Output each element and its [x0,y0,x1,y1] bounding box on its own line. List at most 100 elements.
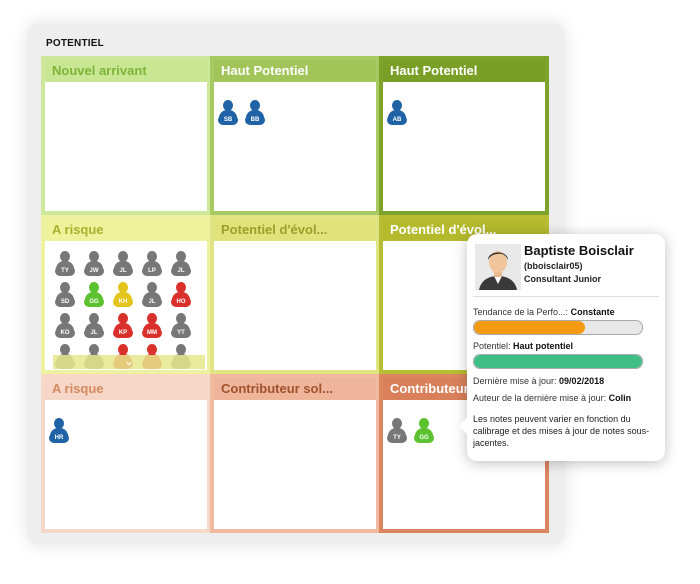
initials-badge: TY [55,266,75,276]
performance-value: Constante [570,307,615,317]
employee-avatar[interactable]: JL [171,251,191,277]
grid-cell-contributeur-1[interactable]: Contributeur sol... [210,374,380,533]
employee-avatar[interactable]: HR [49,418,69,444]
initials-badge: HO [171,297,191,307]
initials-badge: KO [55,328,75,338]
employee-avatar[interactable]: JL [84,313,104,339]
initials-badge: JL [84,328,104,338]
initials-badge: TY [387,433,407,443]
person-icon [176,344,186,355]
employee-avatar[interactable]: LP [142,251,162,277]
performance-bar [473,320,643,335]
performance-label: Tendance de la Perfo...: [473,307,569,317]
calibration-note: Les notes peuvent varier en fonction du … [473,414,650,448]
employee-role: Consultant Junior [524,274,601,284]
grid-cell-potentiel-evol-1[interactable]: Potentiel d'évol... [210,215,380,374]
initials-badge: GG [414,433,434,443]
employee-avatar[interactable]: TY [55,251,75,277]
person-icon [60,282,70,293]
person-icon [60,344,70,355]
cell-body: SB BB [214,82,376,211]
initials-badge: AB [387,115,407,125]
potential-value: Haut potentiel [513,341,574,351]
potential-line: Potentiel: Haut potentiel [473,341,573,351]
last-update-line: Dernière mise à jour: 09/02/2018 [473,376,604,386]
cell-body: TY JW JL LP JL SD GG KH JL HO KO JL KP MM YT ⌄ [45,241,207,370]
last-update-value: 09/02/2018 [559,376,605,386]
update-author-value: Colin [608,393,632,403]
initials-badge: BB [245,115,265,125]
person-icon [176,282,186,293]
person-icon [89,344,99,355]
employee-avatar[interactable]: HO [171,282,191,308]
person-icon [118,251,128,262]
person-icon [392,418,402,429]
cell-header: A risque [45,219,207,241]
person-icon [392,100,402,111]
cell-header: Potentiel d'évol... [214,219,376,241]
potential-label: Potentiel: [473,341,511,351]
person-icon [118,344,128,355]
person-icon [147,344,157,355]
panel-title: POTENTIEL [46,38,104,49]
employee-name: Baptiste Boisclair [524,243,634,258]
initials-badge: GG [84,297,104,307]
employee-avatar[interactable]: KH [113,282,133,308]
employee-avatar[interactable]: BB [245,100,265,126]
potential-bar [473,354,643,369]
employee-avatar[interactable]: YT [171,313,191,339]
employee-avatar[interactable]: GG [84,282,104,308]
person-icon [60,313,70,324]
cell-header: Haut Potentiel [383,60,545,82]
cell-body [214,241,376,370]
cell-header: Nouvel arrivant [45,60,207,82]
scroll-more-bar[interactable]: ⌄ [53,354,205,369]
person-icon [419,418,429,429]
person-icon [250,100,260,111]
employee-avatar[interactable]: KO [55,313,75,339]
employee-avatar[interactable]: AB [387,100,407,126]
initials-badge: HR [49,433,69,443]
cell-body: HR [45,400,207,529]
employee-avatar[interactable]: SD [55,282,75,308]
person-icon [89,313,99,324]
person-icon [147,282,157,293]
initials-badge: JW [84,266,104,276]
cell-body: AB [383,82,545,211]
person-icon [60,251,70,262]
initials-badge: KH [113,297,133,307]
grid-cell-nouvel-arrivant[interactable]: Nouvel arrivant [41,56,211,215]
employee-login: (bboisclair05) [524,261,583,271]
employee-avatar[interactable]: JL [113,251,133,277]
person-icon [89,282,99,293]
initials-badge: JL [142,297,162,307]
person-icon [223,100,233,111]
person-icon [118,282,128,293]
initials-badge: KP [113,328,133,338]
chevron-down-icon: ⌄ [123,354,135,368]
initials-badge: JL [113,266,133,276]
employee-avatar[interactable]: JL [142,282,162,308]
person-icon [118,313,128,324]
tooltip-divider [473,296,659,297]
update-author-line: Auteur de la dernière mise à jour: Colin [473,393,631,403]
employee-tooltip: Baptiste Boisclair (bboisclair05) Consul… [459,234,665,461]
employee-avatar[interactable]: SB [218,100,238,126]
tooltip-pointer [459,418,467,434]
initials-badge: YT [171,328,191,338]
initials-badge: SD [55,297,75,307]
cell-header: A risque [45,378,207,400]
person-icon [176,251,186,262]
employee-avatar[interactable]: MM [142,313,162,339]
cell-body [45,82,207,211]
employee-avatar[interactable]: TY [387,418,407,444]
employee-avatar[interactable]: KP [113,313,133,339]
person-icon [176,313,186,324]
employee-avatar[interactable]: GG [414,418,434,444]
employee-avatar[interactable]: JW [84,251,104,277]
person-icon [147,251,157,262]
